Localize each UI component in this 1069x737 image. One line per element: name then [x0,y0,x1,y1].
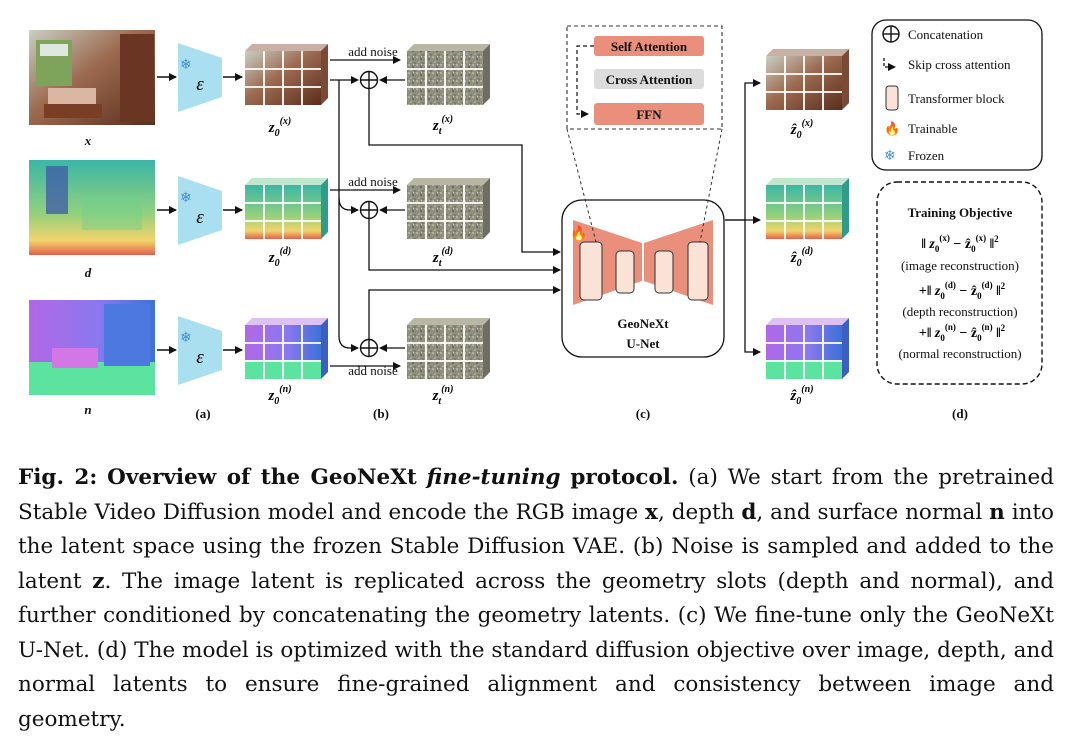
pred-latent-n [766,318,849,379]
pred-label-x: ẑ0(x) [790,118,814,141]
concat-circle-x [359,70,379,90]
pred-label-n: ẑ0(n) [789,384,813,407]
objective-term-x: ‖ z0(x) − ẑ0(x) ‖2 [921,233,999,254]
noisy-label-x: zt(x) [432,114,453,137]
encoder-n: ❄ ε [178,316,222,385]
legend-concatenation: Concatenation [908,27,984,42]
circle-to-unet-arrows [368,89,561,339]
caption-x: x [645,499,658,525]
figure-caption: Fig. 2: Overview of the GeoNeXt fine-tun… [18,461,1054,737]
snowflake-icon: ❄ [884,149,896,164]
replication-lines [330,76,359,352]
ffn-label: FFN [636,107,662,122]
add-noise-x: add noise [330,44,401,64]
encoder-d: ❄ ε [178,176,222,245]
noisy-latent-d [407,178,490,239]
latent-label-d: z0(d) [268,246,292,269]
caption-p1: (a) We start from the pretrained Stable … [18,465,1054,525]
caption-p3: , and surface normal [756,499,983,525]
legend-transformer: Transformer block [908,91,1005,106]
pred-label-d: ẑ0(d) [790,246,814,269]
concat-circle-d [359,200,379,220]
objective-note-n: (normal reconstruction) [898,346,1021,361]
flame-icon: 🔥 [570,225,587,242]
cross-attention-label: Cross Attention [606,72,694,87]
latent-label-x: z0(x) [268,116,292,139]
pred-latent-d [766,178,849,239]
input-d-symbol: d [85,265,92,280]
caption-title-italic: fine-tuning [426,465,561,490]
legend-trainable: Trainable [908,121,958,136]
pred-latent-x [766,49,849,110]
legend-frozen: Frozen [908,148,945,163]
self-attention-label: Self Attention [611,39,688,54]
caption-fig-label: Fig. 2: [18,465,98,490]
concatenation-icon [882,25,900,43]
unet-name-line1: GeoNeXt [617,316,669,331]
encoder-symbol-n: ε [196,347,204,368]
input-normal-image [29,300,155,395]
caption-d: d [741,499,757,525]
input-rgb-image [29,30,155,125]
skip-arrow-icon [883,58,896,71]
svg-text:add noise: add noise [348,174,398,189]
training-objective-box: Training Objective ‖ z0(x) − ẑ0(x) ‖2 (i… [876,181,1043,385]
caption-title-start: Overview of the GeoNeXt [107,465,417,490]
noisy-latent-x [407,44,490,105]
latent-n [245,318,328,379]
caption-p4: into the latent space using the frozen S… [18,499,1054,594]
latent-d [245,178,328,239]
panel-label-d: (d) [952,406,968,421]
panel-label-c: (c) [636,406,650,421]
legend-skip: Skip cross attention [908,57,1011,72]
add-noise-n: add noise [330,362,401,378]
objective-term-d: +‖ z0(d) − ẑ0(d) ‖2 [919,280,1006,301]
input-x-symbol: x [84,133,92,148]
flame-icon: 🔥 [884,121,900,136]
caption-n: n [989,499,1005,525]
unet-name-line2: U-Net [626,336,660,351]
panel-label-a: (a) [195,406,210,421]
transformer-block-icon [885,85,899,111]
add-noise-d: add noise [330,174,401,194]
svg-text:add noise: add noise [348,363,398,378]
noisy-label-n: zt(n) [432,384,454,407]
snowflake-icon: ❄ [180,58,192,73]
latent-x [245,44,328,105]
encoder-x: ❄ ε [178,43,222,112]
objective-note-x: (image reconstruction) [901,258,1019,273]
caption-p2: , depth [657,499,735,525]
objective-title: Training Objective [908,205,1013,220]
attention-detail-box: Self Attention Cross Attention FFN [566,25,723,243]
encoder-symbol-x: ε [196,74,204,95]
noisy-latent-n [407,318,490,379]
input-depth-image [29,160,155,255]
snowflake-icon: ❄ [180,331,192,346]
legend-box: Concatenation Skip cross attention Trans… [871,19,1043,171]
caption-title-end: protocol. [570,465,679,490]
encoder-symbol-d: ε [196,207,204,228]
overview-diagram: x d n ❄ ε ❄ ε ❄ ε [29,19,1043,421]
unet-output-arrows [725,79,761,356]
objective-note-d: (depth reconstruction) [902,304,1017,319]
noisy-label-d: zt(d) [432,246,453,269]
input-n-symbol: n [84,402,91,417]
geonext-unet: 🔥 GeoNeXt U-Net [561,199,725,358]
objective-term-n: +‖ z0(n) − ẑ0(n) ‖2 [919,322,1006,343]
latent-label-n: z0(n) [267,384,291,407]
panel-label-b: (b) [373,406,389,421]
snowflake-icon: ❄ [180,191,192,206]
caption-p5: . The image latent is replicated across … [18,568,1054,732]
svg-text:add noise: add noise [348,44,398,59]
caption-z: z [92,568,105,594]
concat-circle-n [359,338,379,358]
